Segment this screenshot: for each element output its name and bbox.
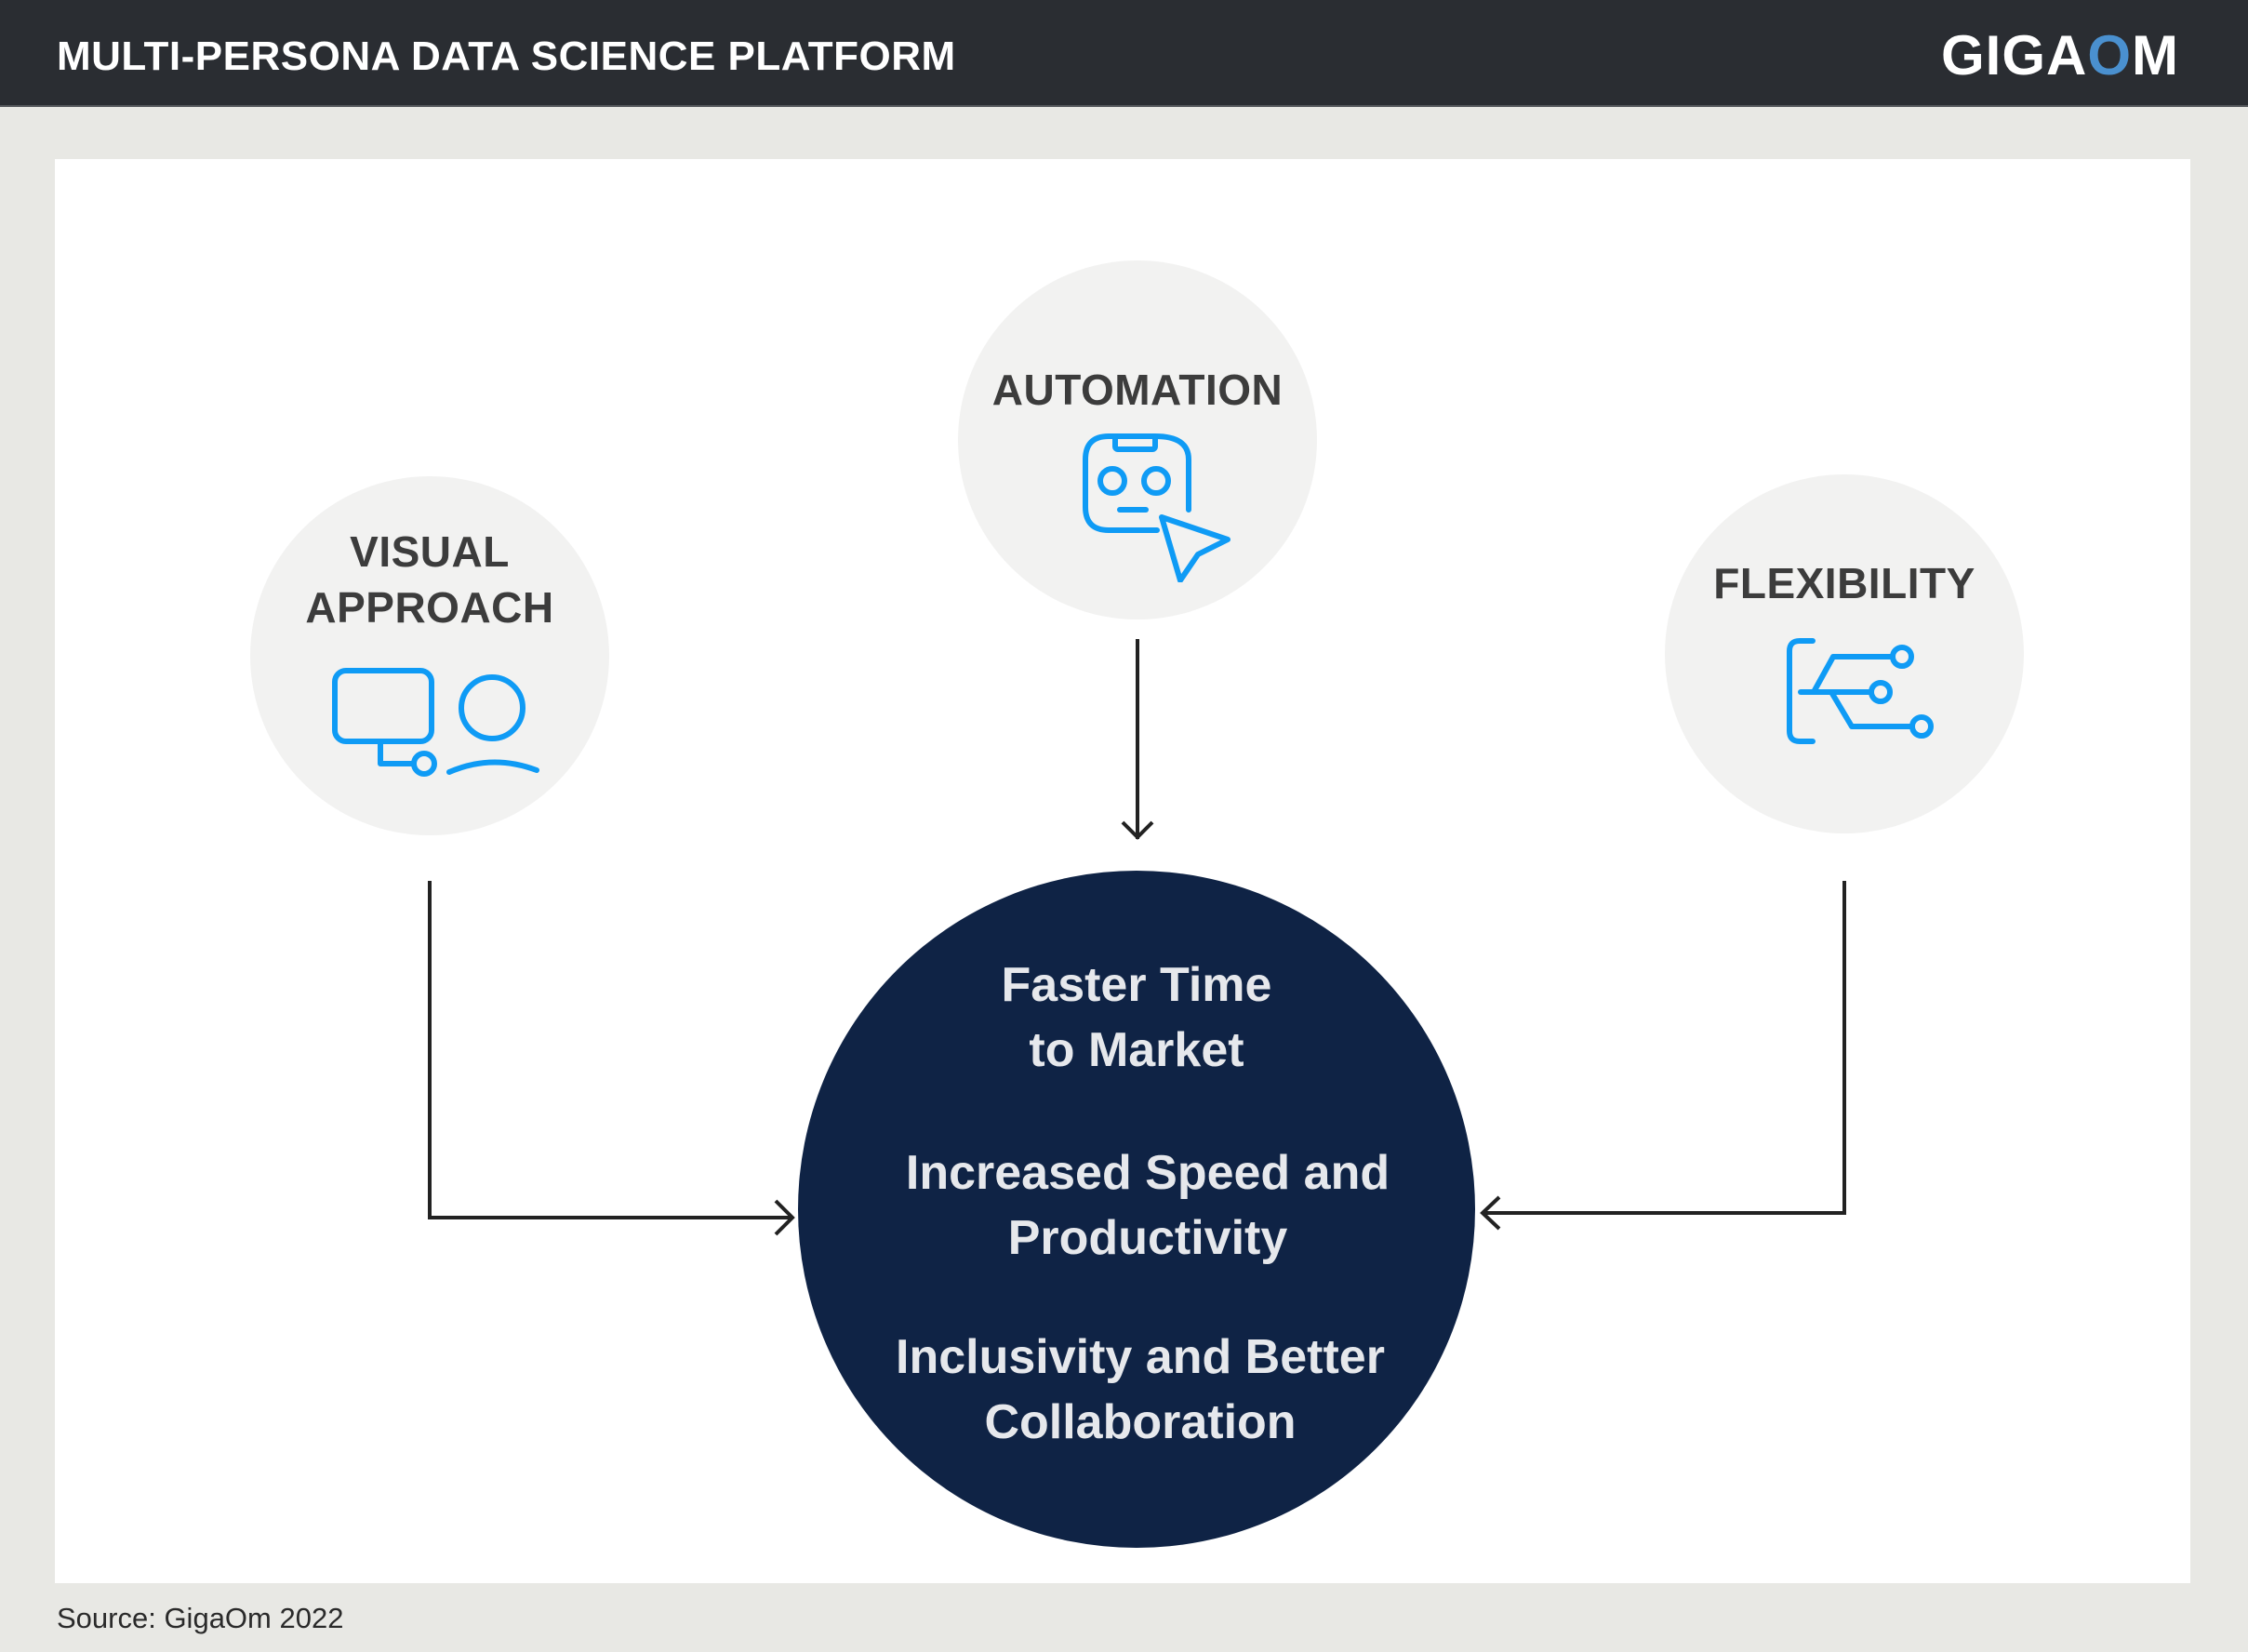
logo-accent-o: O	[2087, 24, 2133, 87]
node-flexibility-label: FLEXIBILITY	[1713, 559, 1975, 607]
logo-suffix: M	[2132, 24, 2179, 87]
node-visual-label-line2: APPROACH	[305, 583, 554, 632]
page-title: MULTI-PERSONA DATA SCIENCE PLATFORM	[57, 33, 956, 79]
outcome-speed-line1: Increased Speed and	[905, 1146, 1390, 1200]
branching-nodes-icon	[1787, 638, 1934, 744]
node-visual-label-line1: VISUAL	[350, 527, 510, 576]
outcome-speed-line2: Productivity	[1007, 1211, 1288, 1265]
node-automation: AUTOMATION	[958, 260, 1317, 620]
header-bar: MULTI-PERSONA DATA SCIENCE PLATFORM GIGA…	[0, 0, 2248, 107]
outcome-faster-time-line1: Faster Time	[1001, 958, 1272, 1012]
arrow-visual-to-core	[428, 881, 793, 1219]
arrow-flexibility-to-core	[1483, 881, 1846, 1215]
monitor-user-icon	[332, 668, 539, 777]
node-flexibility: FLEXIBILITY	[1665, 474, 2024, 833]
arrowhead-down	[1121, 820, 1154, 840]
gigaom-logo: GIGAOM	[1941, 28, 2179, 84]
robot-cursor-icon	[1083, 433, 1230, 582]
outcome-faster-time-line2: to Market	[1029, 1023, 1244, 1077]
source-caption: Source: GigaOm 2022	[57, 1602, 344, 1634]
logo-prefix: GIGA	[1941, 24, 2088, 87]
node-automation-label: AUTOMATION	[991, 366, 1284, 414]
outcome-inclusivity-line2: Collaboration	[984, 1395, 1297, 1449]
node-visual-approach: VISUAL APPROACH	[250, 476, 609, 835]
arrowhead-left	[774, 1199, 795, 1236]
arrowhead-right	[1480, 1195, 1501, 1231]
outcomes-circle: Faster Time to Market Increased Speed an…	[798, 871, 1475, 1548]
outcome-inclusivity-line1: Inclusivity and Better	[896, 1330, 1385, 1384]
